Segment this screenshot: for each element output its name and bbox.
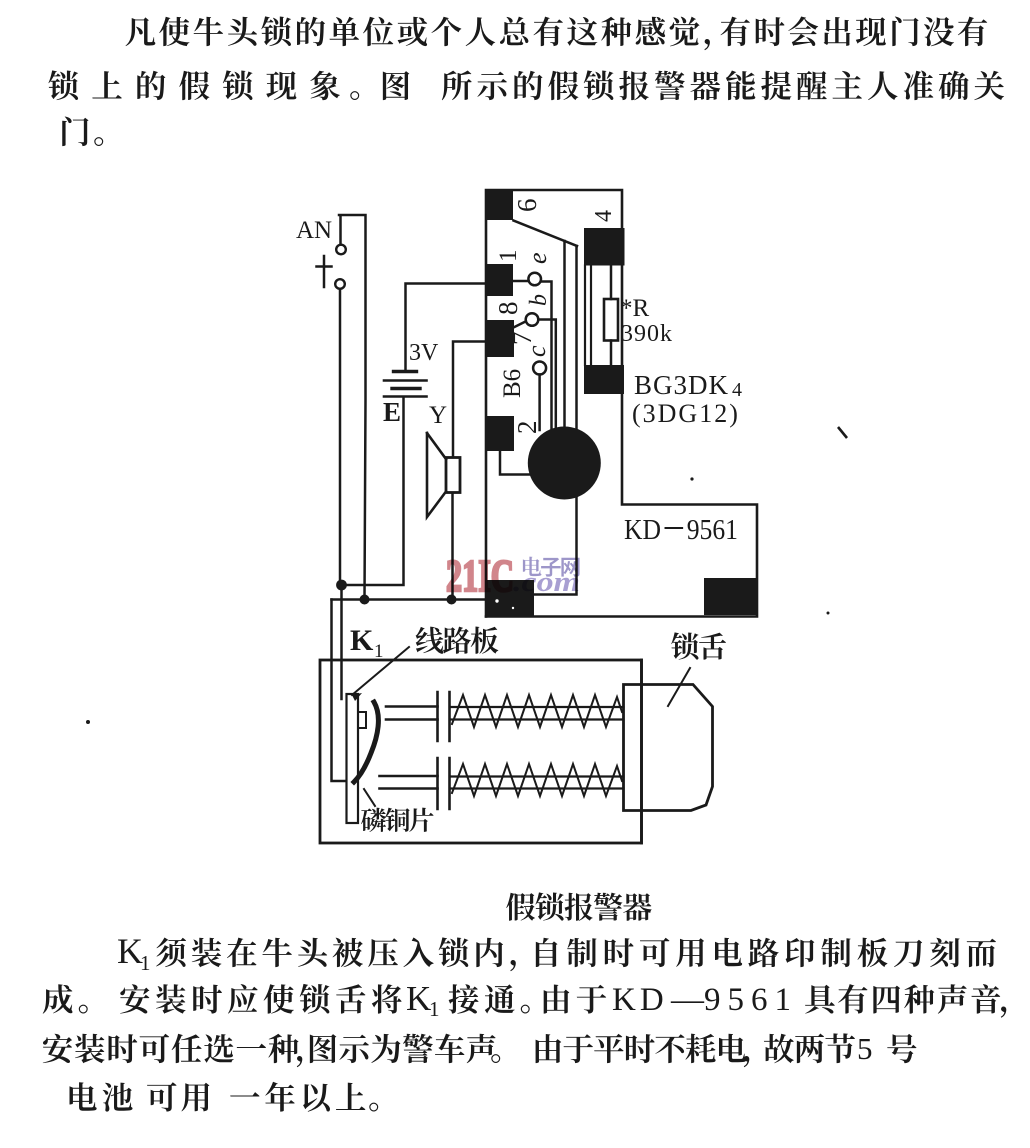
svg-text:c: c xyxy=(522,345,551,357)
svg-text:6: 6 xyxy=(512,199,542,213)
svg-text:e: e xyxy=(523,252,552,264)
svg-text:1: 1 xyxy=(495,250,522,263)
svg-text:8: 8 xyxy=(493,302,523,316)
svg-text:390k: 390k xyxy=(621,321,673,347)
svg-text:E: E xyxy=(383,397,401,427)
svg-text:(3DG12): (3DG12) xyxy=(632,399,740,428)
svg-text:B6: B6 xyxy=(499,369,526,398)
svg-text:b: b xyxy=(526,294,552,306)
svg-text:AN: AN xyxy=(296,217,332,244)
svg-text:5: 5 xyxy=(857,1031,873,1066)
svg-text:21IC: 21IC xyxy=(446,550,514,601)
svg-text:2: 2 xyxy=(512,421,542,435)
svg-text:7: 7 xyxy=(507,332,537,346)
svg-text:3V: 3V xyxy=(409,340,439,366)
svg-text:1: 1 xyxy=(140,951,151,975)
svg-text:Y: Y xyxy=(429,402,447,429)
svg-text:*R: *R xyxy=(620,295,650,322)
svg-text:—: — xyxy=(670,982,705,1018)
svg-text:9561: 9561 xyxy=(704,982,798,1018)
svg-text:K: K xyxy=(406,979,431,1018)
svg-text:KD－9561: KD－9561 xyxy=(624,514,738,546)
svg-text:1: 1 xyxy=(374,641,384,662)
svg-text:4: 4 xyxy=(591,210,617,222)
svg-text:.com: .com xyxy=(513,567,580,598)
svg-text:1: 1 xyxy=(429,997,440,1021)
svg-text:KD: KD xyxy=(612,982,668,1018)
svg-text:BG3DK: BG3DK xyxy=(634,370,729,400)
svg-text:K: K xyxy=(350,624,374,657)
svg-text:K: K xyxy=(117,931,143,971)
svg-text:4: 4 xyxy=(732,379,742,401)
